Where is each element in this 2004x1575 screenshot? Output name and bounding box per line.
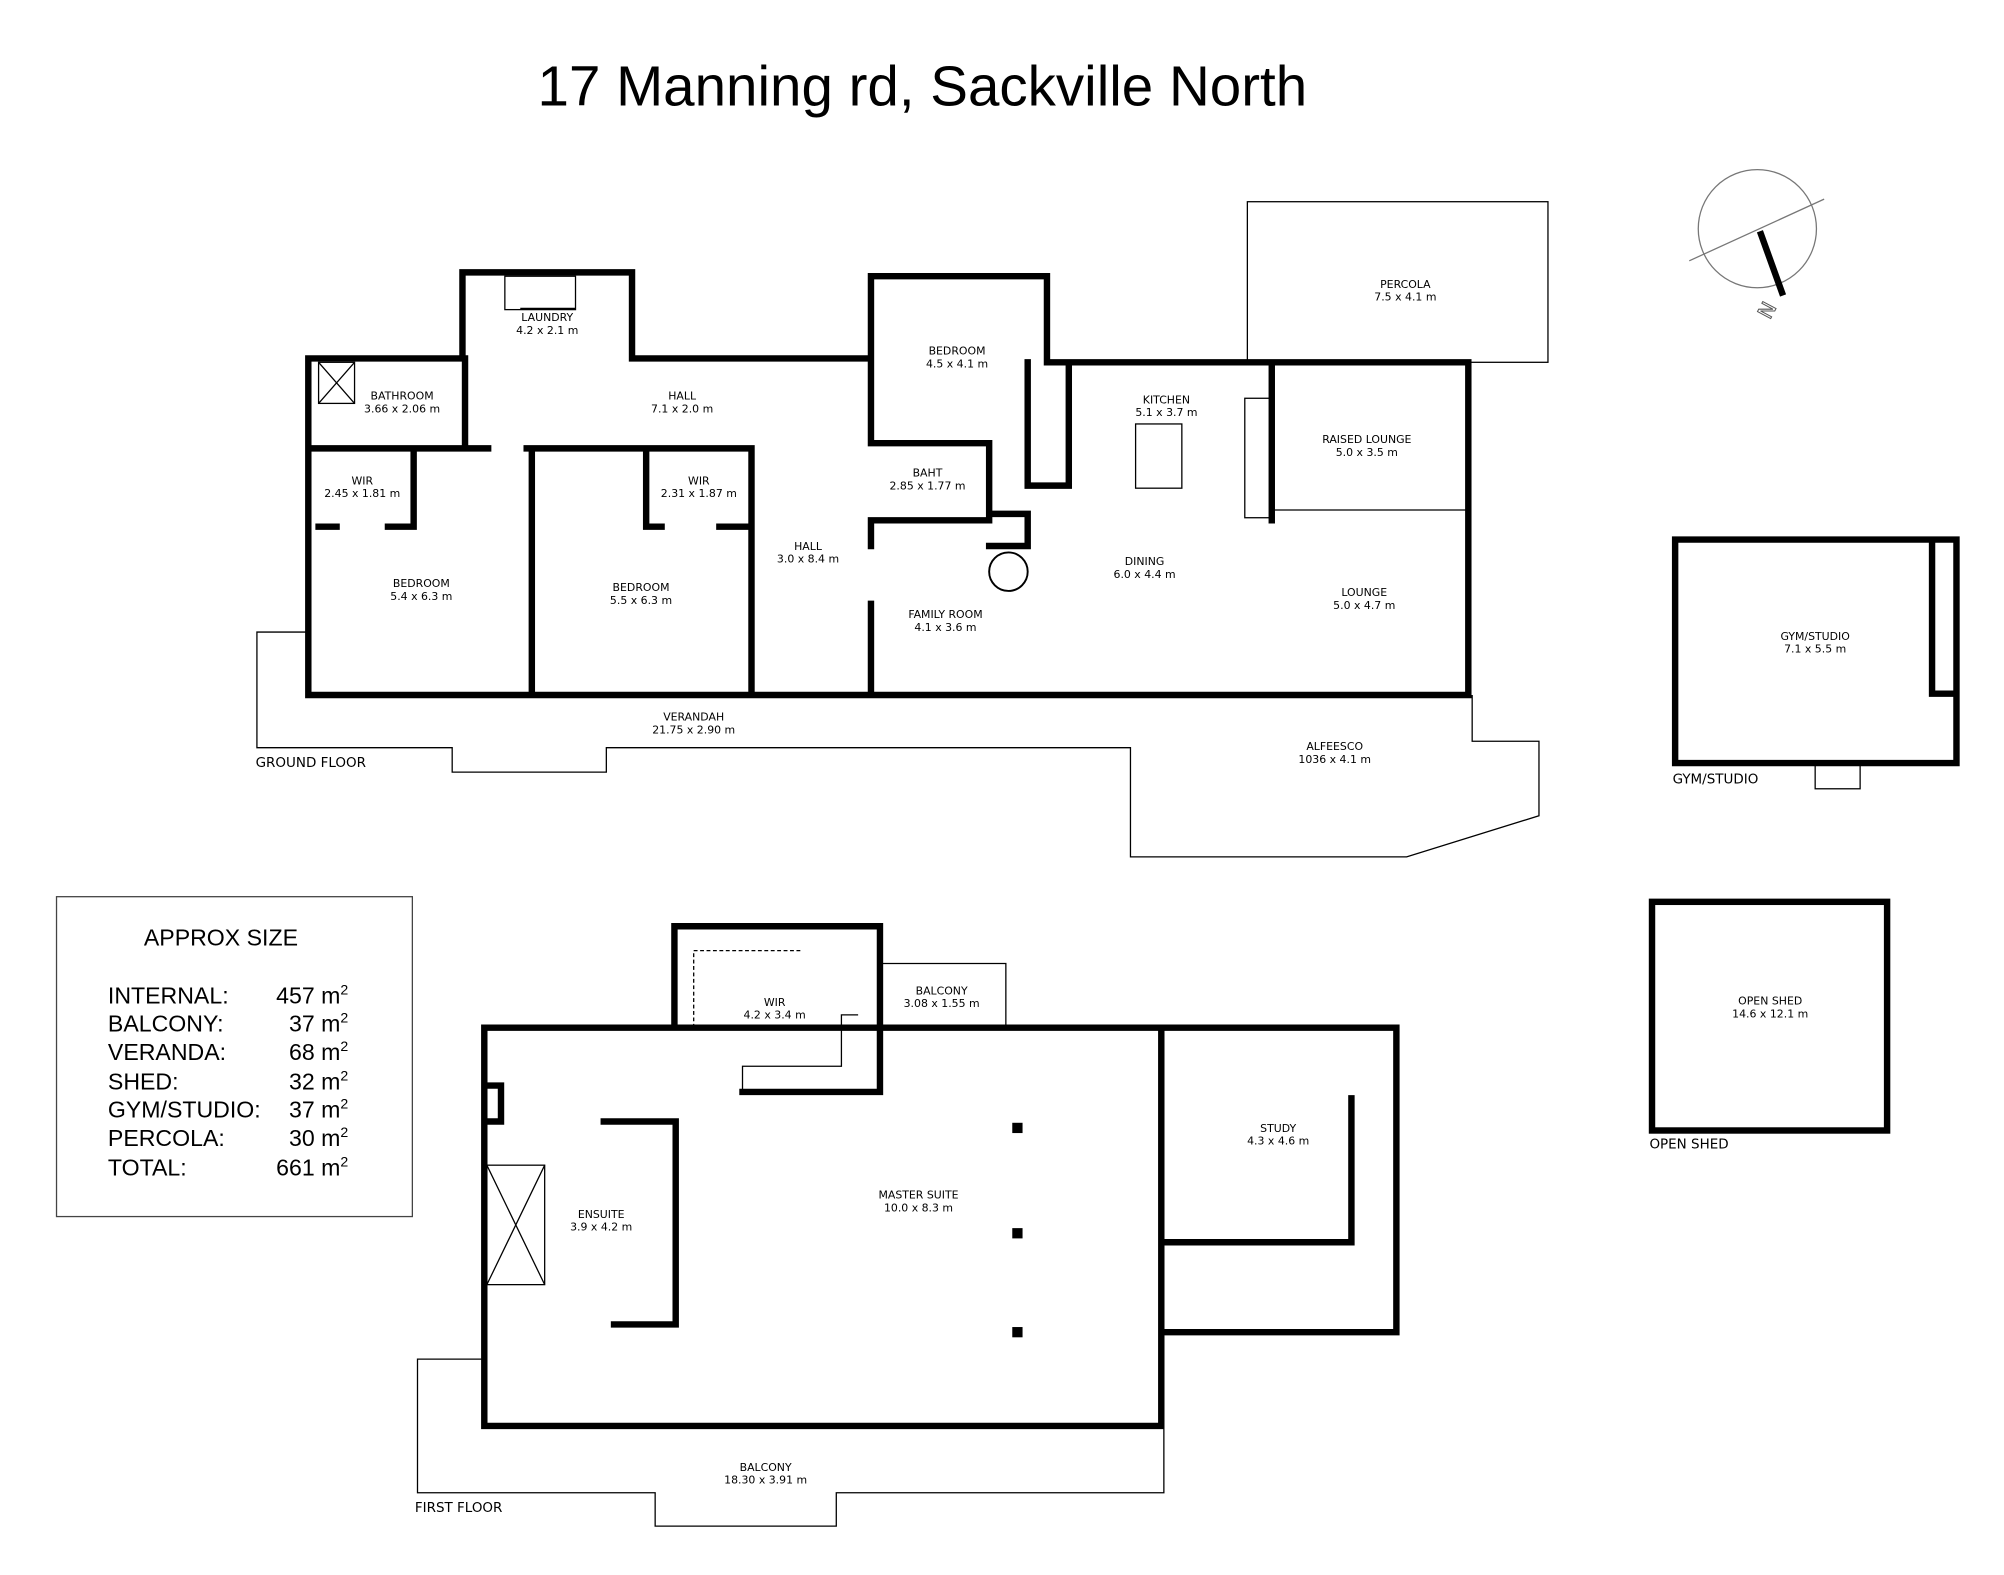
ground-floor-plan: [256, 201, 1549, 858]
room-label: BALCONY:: [108, 1011, 224, 1037]
room-label: 457: [276, 982, 315, 1008]
room-label: m2: [321, 1153, 348, 1180]
ground-walls: [305, 269, 1472, 699]
room-label: TOTAL:: [108, 1154, 187, 1180]
room-label: 37: [289, 1097, 315, 1123]
room-label: m2: [321, 1124, 348, 1151]
open-shed-label: OPEN SHED: [1649, 1136, 1728, 1152]
approx-size-box: APPROX SIZE INTERNAL: BALCONY: VERANDA: …: [55, 896, 414, 1218]
page-title: 17 Manning rd, Sackville North: [538, 54, 1308, 117]
ground-floor-label: GROUND FLOOR: [256, 755, 366, 771]
room-label: 68: [289, 1039, 315, 1065]
room-label: 37: [289, 1011, 315, 1037]
gym-studio-label: GYM/STUDIO: [1673, 772, 1759, 788]
first-floor-walls: [481, 923, 1400, 1430]
first-floor-label: FIRST FLOOR: [415, 1500, 502, 1516]
room-label: N: [1753, 298, 1781, 323]
fireplace-icon: [988, 551, 1029, 592]
north-arrow-icon: N: [1689, 168, 1825, 323]
room-label: PERCOLA:: [108, 1125, 225, 1151]
laundry-appliances: [504, 275, 577, 311]
verandah-outline: [256, 631, 1540, 858]
room-label: SHED:: [108, 1068, 179, 1094]
room-label: m2: [321, 1067, 348, 1094]
room-label: 30: [289, 1125, 315, 1151]
small-balcony-outline: [879, 962, 1007, 1028]
room-label: 661: [276, 1154, 315, 1180]
room-label: m2: [321, 1010, 348, 1037]
balcony-outline: [416, 1358, 1165, 1527]
room-label: VERANDA:: [108, 1039, 226, 1065]
room-label: INTERNAL:: [108, 982, 229, 1008]
room-label: GYM/STUDIO:: [108, 1097, 261, 1123]
room-label: APPROX SIZE: [144, 925, 298, 951]
size-rows: INTERNAL: BALCONY: VERANDA: SHED: GYM/ST…: [108, 981, 349, 1180]
room-label: 32: [289, 1068, 315, 1094]
room-label: m2: [321, 1038, 348, 1065]
room-label: m2: [321, 981, 348, 1008]
room-label: m2: [321, 1096, 348, 1123]
